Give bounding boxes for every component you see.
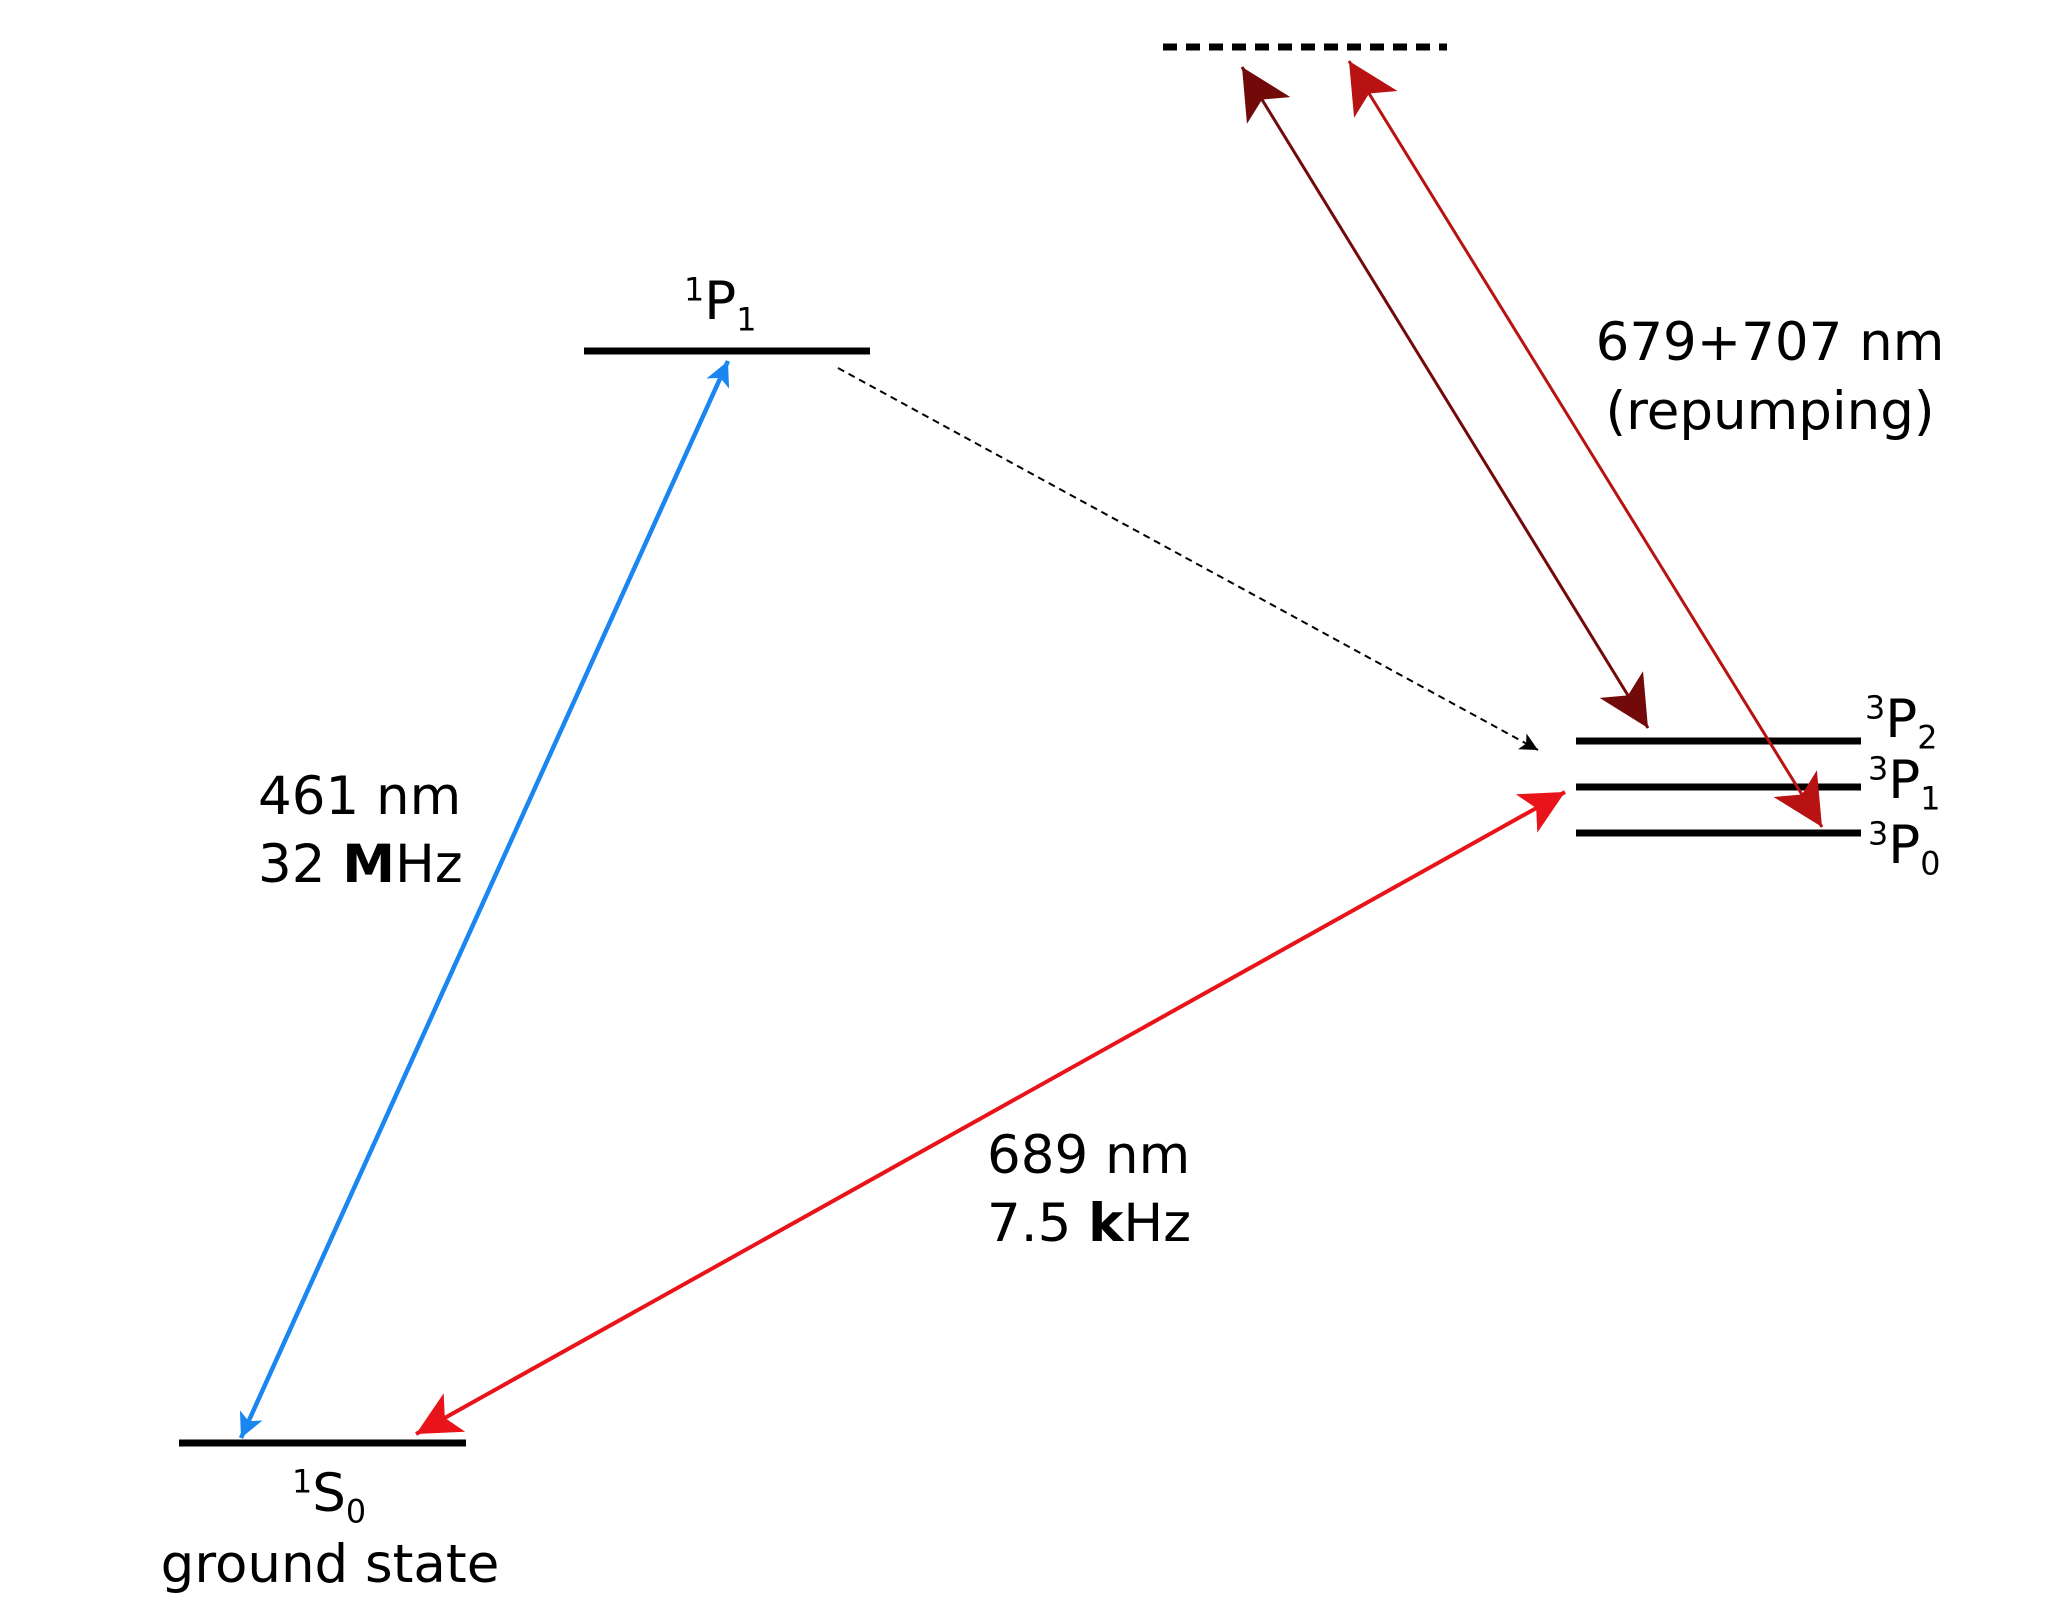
label-689-num: 7.5 xyxy=(987,1193,1089,1254)
label-1s0-letter: S xyxy=(312,1463,346,1524)
label-1p1-sub: 1 xyxy=(736,301,757,339)
label-repump-wavelength: 679+707 nm xyxy=(1595,312,1945,373)
arrow-461nm xyxy=(238,360,731,1439)
label-1p1: 1P1 xyxy=(684,270,756,336)
label-3p0-sub: 0 xyxy=(1920,845,1941,883)
arrow-679nm xyxy=(1347,60,1824,828)
label-461-wavelength: 461 nm xyxy=(258,766,462,827)
label-3p1-letter: P xyxy=(1888,750,1921,811)
label-3p0: 3P0 xyxy=(1868,814,1940,880)
label-689-wavelength: 689 nm xyxy=(987,1125,1191,1186)
label-3p2-letter: P xyxy=(1885,689,1918,750)
label-3p0-pre: 3 xyxy=(1868,815,1889,853)
label-3p2-pre: 3 xyxy=(1865,689,1886,727)
label-3p2: 3P2 xyxy=(1865,688,1937,754)
label-689-prefix: k xyxy=(1088,1193,1124,1254)
label-1s0-sub: 0 xyxy=(345,1493,367,1531)
label-689-linewidth: 7.5 kHz xyxy=(987,1192,1191,1256)
label-repump-note: (repumping) xyxy=(1605,381,1935,442)
label-ground-state: ground state xyxy=(160,1534,500,1595)
label-461-linewidth: 32 MHz xyxy=(258,833,463,897)
label-3p1: 3P1 xyxy=(1868,749,1940,815)
label-1s0-pre: 1 xyxy=(292,1463,313,1501)
label-461-unit: Hz xyxy=(395,834,463,895)
label-1p1-pre: 1 xyxy=(684,271,705,309)
label-3p1-pre: 3 xyxy=(1868,750,1889,788)
label-461-prefix: M xyxy=(342,834,396,895)
label-1p1-letter: P xyxy=(704,271,737,332)
label-461-num: 32 xyxy=(258,834,343,895)
label-3p0-letter: P xyxy=(1888,815,1921,876)
label-3p1-sub: 1 xyxy=(1920,780,1941,818)
label-689-unit: Hz xyxy=(1123,1193,1192,1254)
decay-arrow xyxy=(837,367,1539,751)
label-3p2-sub: 2 xyxy=(1917,719,1938,757)
arrow-689nm xyxy=(415,790,1566,1436)
label-1s0: 1S0 xyxy=(292,1462,366,1528)
